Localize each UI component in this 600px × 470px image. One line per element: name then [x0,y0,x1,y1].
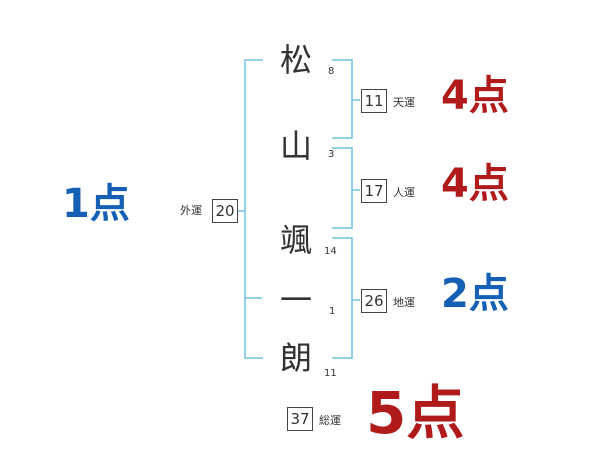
name-char-3: 颯 [279,221,312,259]
jinkaku-value-box: 17 [361,179,387,203]
chikaku-bracket [332,237,353,359]
name-char-4: 一 [279,281,312,319]
chikaku-label: 地運 [393,296,415,309]
stroke-count-4: 1 [329,306,336,317]
tenkaku-label: 天運 [393,96,415,109]
stroke-count-1: 8 [328,66,335,77]
gaikaku-label: 外運 [180,204,202,217]
gaikaku-bracket [244,59,263,359]
tenkaku-bracket [332,59,353,139]
name-char-5: 朗 [279,339,312,377]
gaikaku-value-box: 20 [212,199,238,223]
tenkaku-score: 4点 [441,73,509,119]
stroke-count-2: 3 [328,149,335,160]
jinkaku-label: 人運 [393,186,415,199]
soukaku-label: 総運 [319,414,341,427]
jinkaku-bracket [332,147,353,229]
soukaku-value-box: 37 [287,407,313,431]
jinkaku-score: 4点 [441,161,509,207]
name-char-2: 山 [279,127,312,165]
tenkaku-value-box: 11 [361,89,387,113]
chikaku-value-box: 26 [361,289,387,313]
stroke-count-3: 14 [324,246,337,257]
stroke-count-5: 11 [324,368,337,379]
chikaku-score: 2点 [441,271,509,317]
name-char-1: 松 [279,41,312,79]
gaikaku-score: 1点 [62,181,130,227]
soukaku-score: 5点 [366,379,465,447]
